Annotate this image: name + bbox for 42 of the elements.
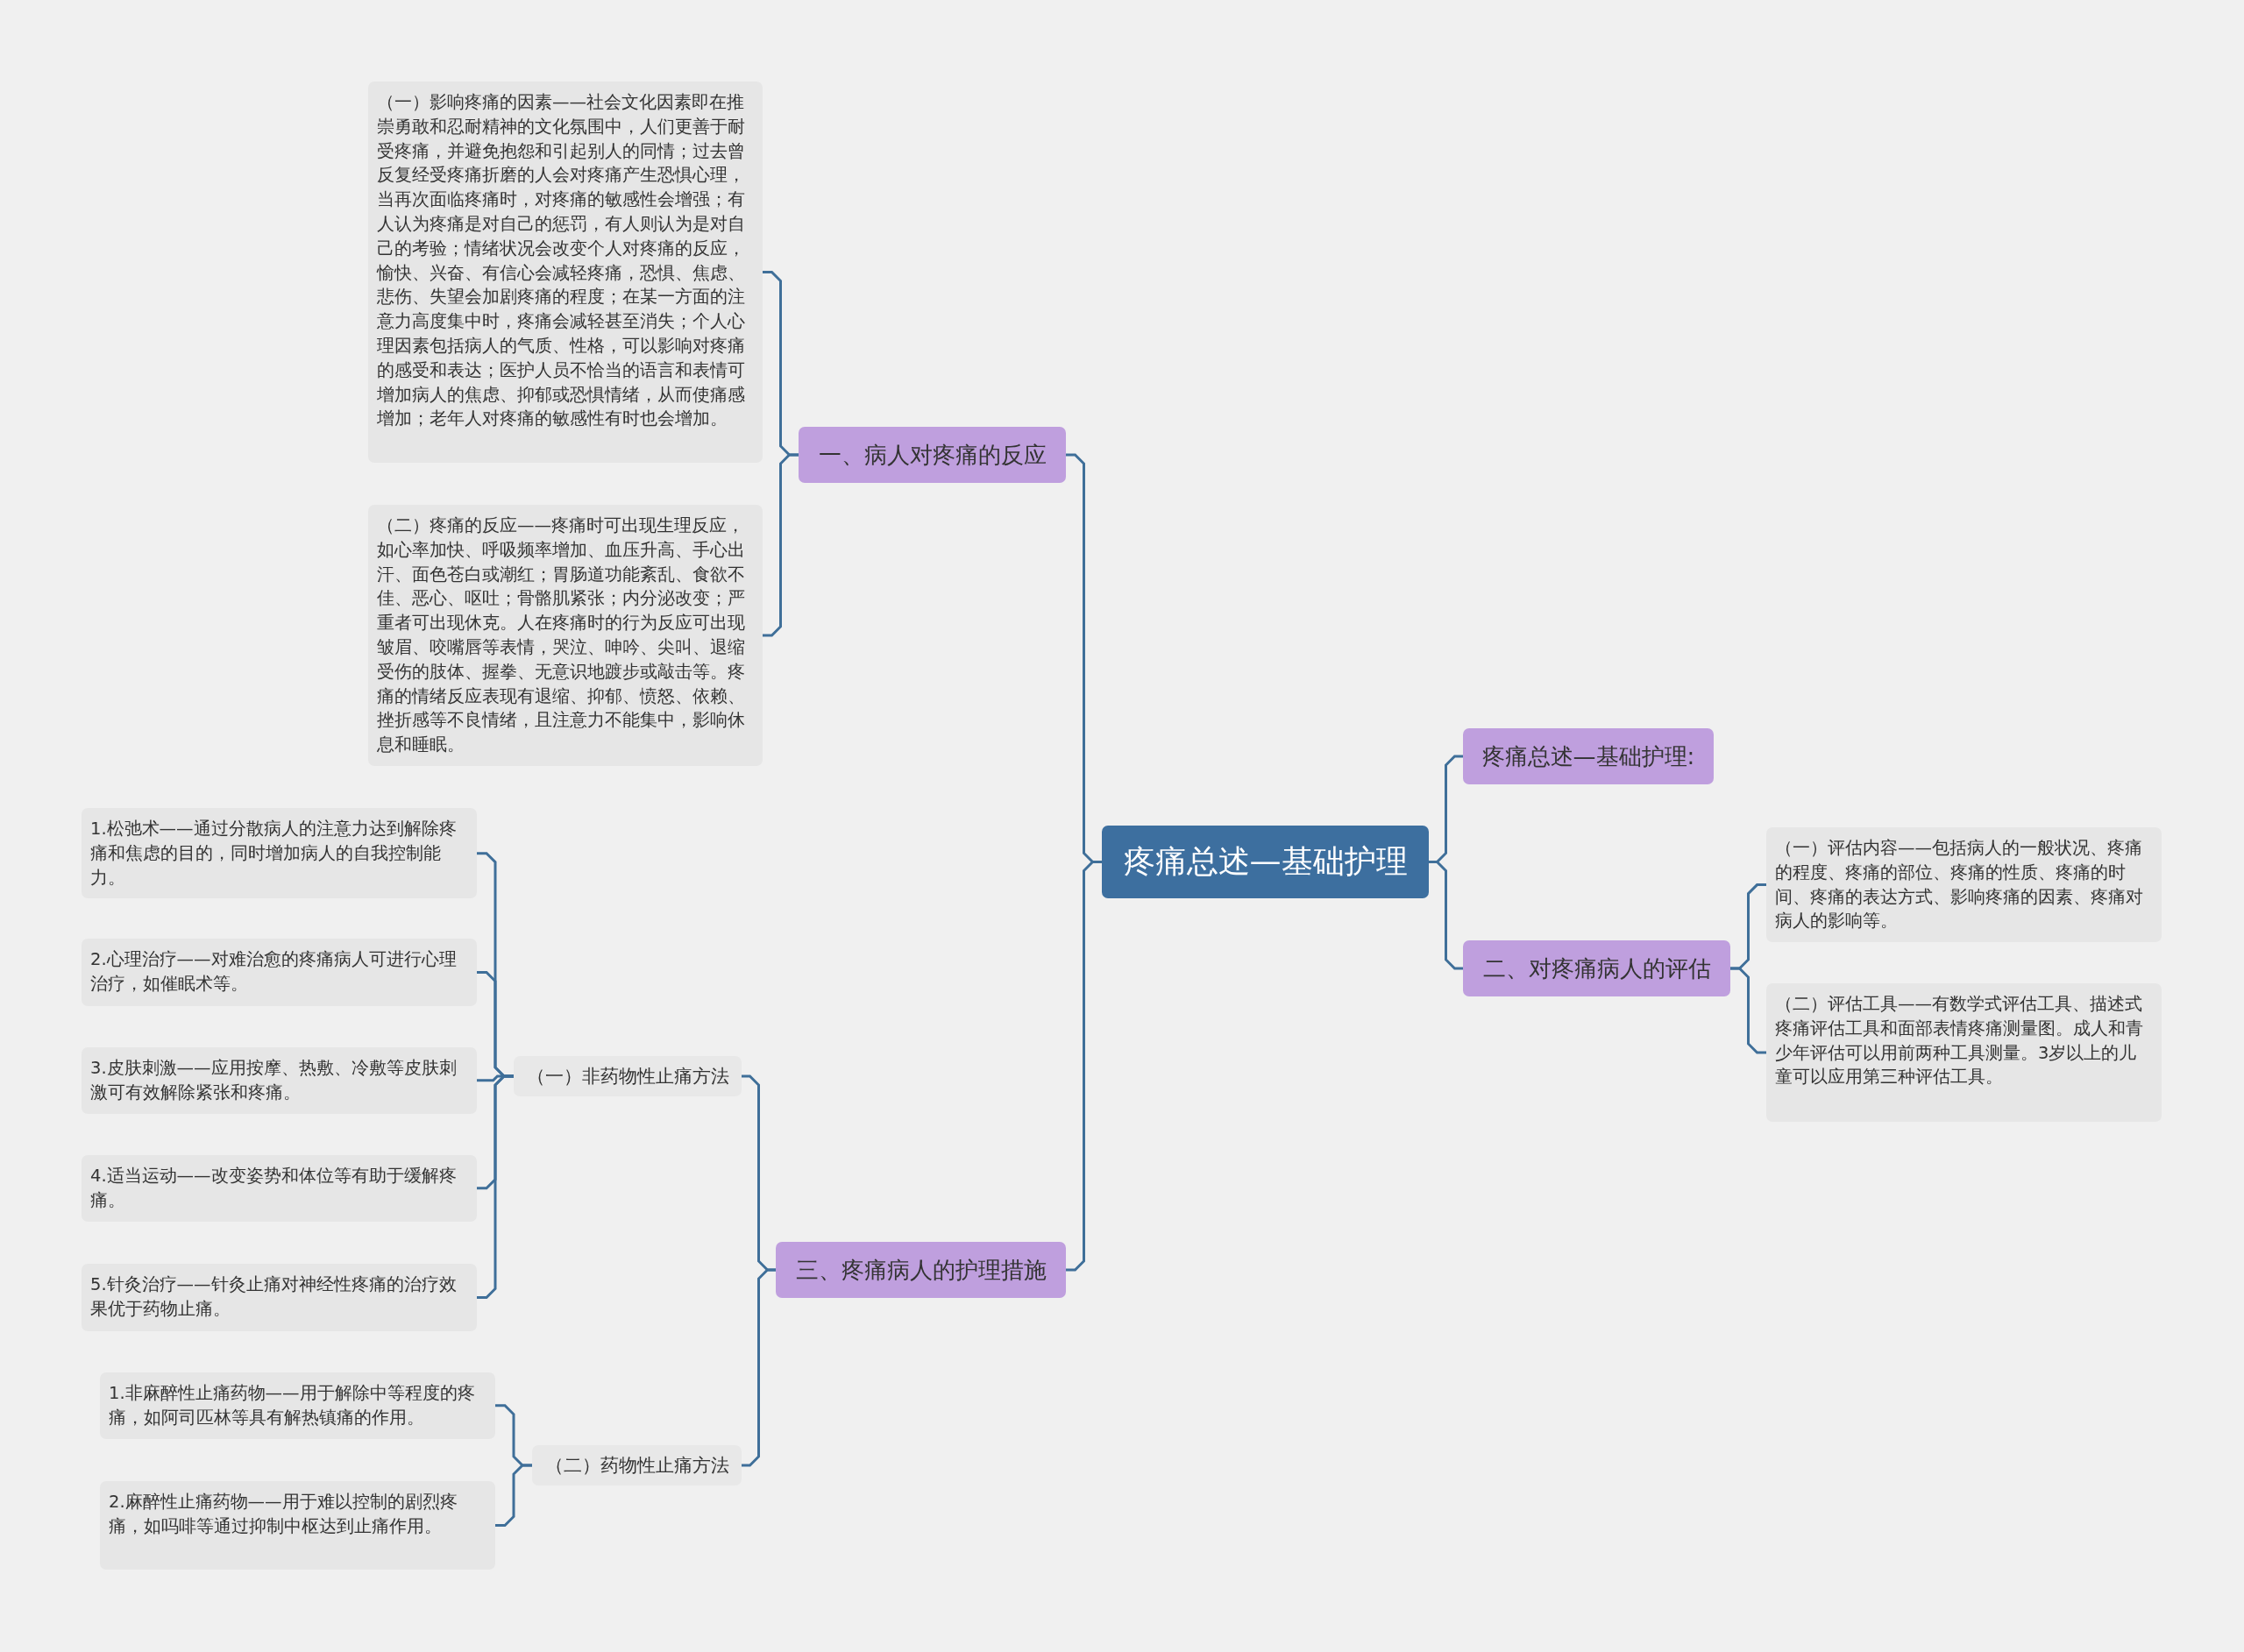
note-card bbox=[82, 1047, 477, 1114]
main-topic-label: 一、病人对疼痛的反应 bbox=[818, 440, 1047, 470]
note-card bbox=[1766, 827, 2162, 943]
note-text: 3.皮肤刺激——应用按摩、热敷、冷敷等皮肤刺激可有效解除紧张和疼痛。 bbox=[90, 1057, 458, 1104]
main-topic-label: 二、对疼痛病人的评估 bbox=[1482, 954, 1711, 983]
note-card bbox=[368, 82, 763, 463]
main-topic-box bbox=[776, 1242, 1066, 1298]
note-card bbox=[82, 1155, 477, 1222]
main-topic-box bbox=[799, 427, 1066, 483]
note-card bbox=[82, 939, 477, 1006]
connector-line bbox=[477, 1074, 514, 1299]
note-text: 1.松弛术——通过分散病人的注意力达到解除疼痛和焦虑的目的，同时增加病人的自我控制能力。 bbox=[90, 818, 458, 890]
connector-line bbox=[742, 1268, 776, 1467]
connector-line bbox=[1066, 861, 1102, 1272]
note-card bbox=[82, 1264, 477, 1331]
note-text: 1.非麻醉性止痛药物——用于解除中等程度的疼痛，如阿司匹林等具有解热镇痛的作用。 bbox=[109, 1382, 476, 1429]
subtopic-box bbox=[514, 1056, 742, 1096]
note-text: （二）评估工具——有数学式评估工具、描述式疼痛评估工具和面部表情疼痛测量图。成人和青少年评估可以用前两种工具测量。3岁以上的儿童可以应用第三种评估工具。 bbox=[1775, 993, 2144, 1089]
connector-line bbox=[1730, 967, 1766, 1054]
note-text: （一）评估内容——包括病人的一般状况、疼痛的程度、疼痛的部位、疼痛的性质、疼痛的时间、疼痛的表达方式、影响疼痛的因素、疼痛对病人的影响等。 bbox=[1775, 837, 2144, 933]
note-text: 2.心理治疗——对难治愈的疼痛病人可进行心理治疗，如催眠术等。 bbox=[90, 948, 458, 996]
connector-line bbox=[495, 1464, 532, 1527]
connector-line bbox=[1429, 861, 1463, 970]
main-topic-box bbox=[1463, 940, 1730, 996]
subtopic-label: （一）非药物性止痛方法 bbox=[526, 1065, 729, 1088]
note-text: 4.适当运动——改变姿势和体位等有助于缓解疼痛。 bbox=[90, 1165, 458, 1212]
note-text: 2.麻醉性止痛药物——用于难以控制的剧烈疼痛，如吗啡等通过抑制中枢达到止痛作用。 bbox=[109, 1491, 458, 1538]
note-card bbox=[100, 1372, 495, 1439]
main-topic-label: 疼痛总述—基础护理: bbox=[1481, 741, 1695, 771]
subtopic-box bbox=[532, 1445, 742, 1485]
note-text: 5.针灸治疗——针灸止痛对神经性疼痛的治疗效果优于药物止痛。 bbox=[90, 1273, 458, 1321]
connector-line bbox=[763, 453, 799, 637]
note-card bbox=[100, 1481, 495, 1570]
main-topic-label: 三、疼痛病人的护理措施 bbox=[795, 1255, 1047, 1285]
note-card bbox=[82, 808, 477, 899]
note-text: （二）疼痛的反应——疼痛时可出现生理反应，如心率加快、呼吸频率增加、血压升高、手心出汗、面色苍白或潮红；胃肠道功能紊乱、食欲不佳、恶心、呕吐；骨骼肌紧张；内分泌改变；严重者可出现休克。人在疼痛时的行为反应可出现皱眉、咬嘴唇等表情，哭泣、呻吟、尖叫、退缩受伤的肢体、握拳、无意识地踱步或敲击等。疼痛的情绪反应表现有退缩、抑郁、愤怒、依赖、挫折感等不良情绪，且注意力不能集中，影响休息和睡眠。 bbox=[377, 514, 746, 757]
central-topic-box bbox=[1102, 826, 1429, 898]
subtopic-label: （二）药物性止痛方法 bbox=[544, 1454, 729, 1478]
note-text: （一）影响疼痛的因素——社会文化因素即在推崇勇敢和忍耐精神的文化氛围中，人们更善于耐受疼痛，并避免抱怨和引起别人的同情；过去曾反复经受疼痛折磨的人会对疼痛产生恐惧心理，当再次面临疼痛时，对疼痛的敏感性会增强；有人认为疼痛是对自己的惩罚，有人则认为是对自己的考验；情绪状况会改变个人对疼痛的反应，愉快、兴奋、有信心会减轻疼痛，恐惧、焦虑、悲伤、失望会加剧疼痛的程度；在某一方面的注意力高度集中时，疼痛会减轻甚至消失；个人心理因素包括病人的气质、性格，可以影响对疼痛的感受和表达；医护人员不恰当的语言和表情可增加病人的焦虑、抑郁或恐惧情绪，从而使痛感增加；老年人对疼痛的敏感性有时也会增加。 bbox=[377, 91, 746, 431]
note-card bbox=[1766, 983, 2162, 1122]
central-topic-label: 疼痛总述—基础护理 bbox=[1123, 842, 1408, 881]
main-topic-box bbox=[1463, 728, 1714, 784]
